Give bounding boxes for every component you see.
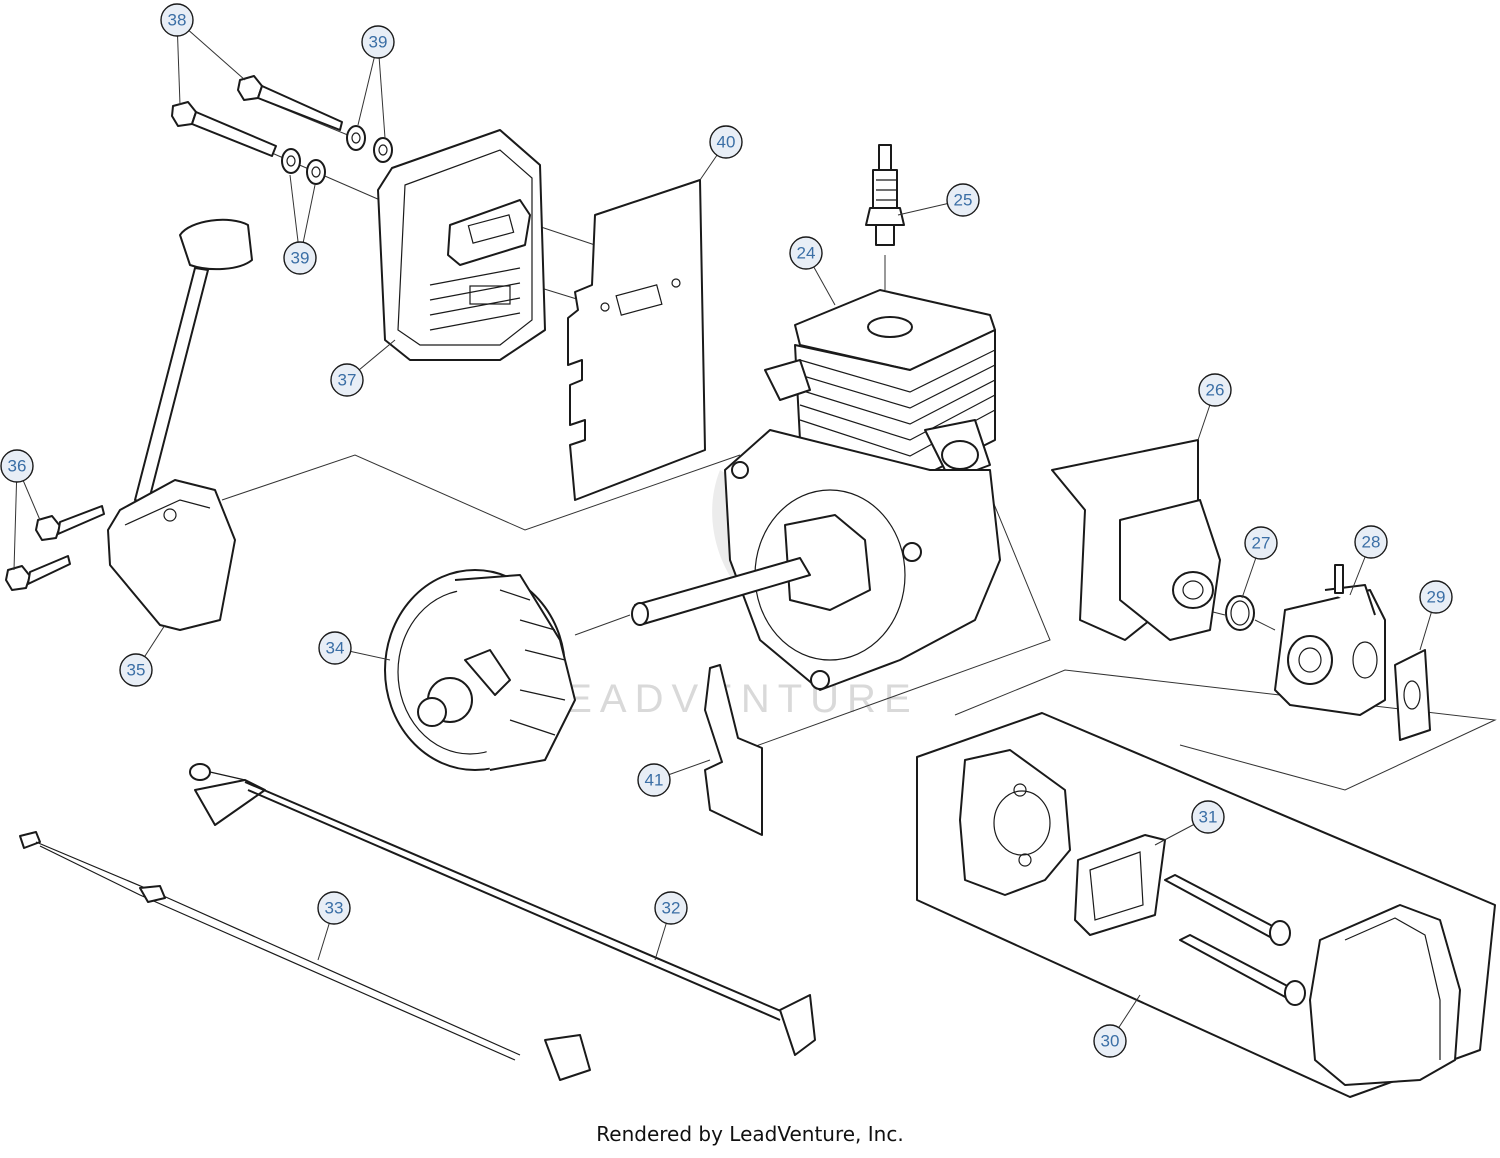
callout-30: 30 bbox=[1093, 1024, 1127, 1058]
svg-text:32: 32 bbox=[662, 899, 681, 918]
svg-text:28: 28 bbox=[1362, 533, 1381, 552]
washers bbox=[281, 125, 393, 185]
svg-text:37: 37 bbox=[338, 371, 357, 390]
footer-credit: Rendered by LeadVenture, Inc. bbox=[596, 1122, 904, 1146]
callout-40: 40 bbox=[709, 125, 743, 159]
callout-24: 24 bbox=[789, 236, 823, 270]
cover-screws bbox=[1164, 874, 1306, 1006]
callout-35: 35 bbox=[119, 653, 153, 687]
svg-text:40: 40 bbox=[717, 133, 736, 152]
stop-switch-wire bbox=[19, 831, 591, 1081]
callout-32: 32 bbox=[654, 891, 688, 925]
svg-text:41: 41 bbox=[645, 771, 664, 790]
svg-text:27: 27 bbox=[1252, 534, 1271, 553]
svg-text:38: 38 bbox=[168, 11, 187, 30]
muffler-bolts bbox=[171, 75, 343, 157]
callout-33: 33 bbox=[317, 891, 351, 925]
air-filter-base bbox=[959, 749, 1071, 896]
callout-39-top: 39 bbox=[361, 25, 395, 59]
svg-text:31: 31 bbox=[1199, 808, 1218, 827]
svg-text:24: 24 bbox=[797, 244, 816, 263]
carburetor-gasket bbox=[1394, 649, 1431, 741]
svg-text:33: 33 bbox=[325, 899, 344, 918]
spark-plug bbox=[865, 144, 905, 246]
callout-36: 36 bbox=[0, 449, 34, 483]
flywheel bbox=[384, 569, 576, 771]
throttle-cable bbox=[189, 763, 816, 1056]
svg-text:35: 35 bbox=[127, 661, 146, 680]
callout-38: 38 bbox=[160, 3, 194, 37]
o-ring bbox=[1225, 595, 1255, 631]
air-filter-element bbox=[1074, 834, 1166, 936]
callout-34: 34 bbox=[318, 631, 352, 665]
svg-text:34: 34 bbox=[326, 639, 345, 658]
svg-text:25: 25 bbox=[954, 191, 973, 210]
svg-text:39: 39 bbox=[369, 33, 388, 52]
callout-39-bottom: 39 bbox=[283, 241, 317, 275]
ignition-coil bbox=[107, 218, 253, 631]
carburetor bbox=[1274, 564, 1386, 716]
callout-26: 26 bbox=[1198, 373, 1232, 407]
callout-31: 31 bbox=[1191, 800, 1225, 834]
callout-25: 25 bbox=[946, 183, 980, 217]
svg-text:29: 29 bbox=[1427, 588, 1446, 607]
air-filter-cover bbox=[1309, 904, 1461, 1086]
insulator-plate bbox=[704, 664, 763, 836]
callout-29: 29 bbox=[1419, 580, 1453, 614]
muffler bbox=[377, 129, 546, 361]
callout-41: 41 bbox=[637, 763, 671, 797]
callout-37: 37 bbox=[330, 363, 364, 397]
intake-adapter bbox=[1051, 439, 1221, 641]
svg-text:36: 36 bbox=[8, 457, 27, 476]
svg-text:30: 30 bbox=[1101, 1032, 1120, 1051]
svg-text:39: 39 bbox=[291, 249, 310, 268]
engine-block bbox=[631, 289, 1001, 691]
callout-27: 27 bbox=[1244, 526, 1278, 560]
muffler-gasket bbox=[567, 179, 706, 501]
coil-screws bbox=[5, 505, 105, 591]
callout-28: 28 bbox=[1354, 525, 1388, 559]
svg-text:26: 26 bbox=[1206, 381, 1225, 400]
